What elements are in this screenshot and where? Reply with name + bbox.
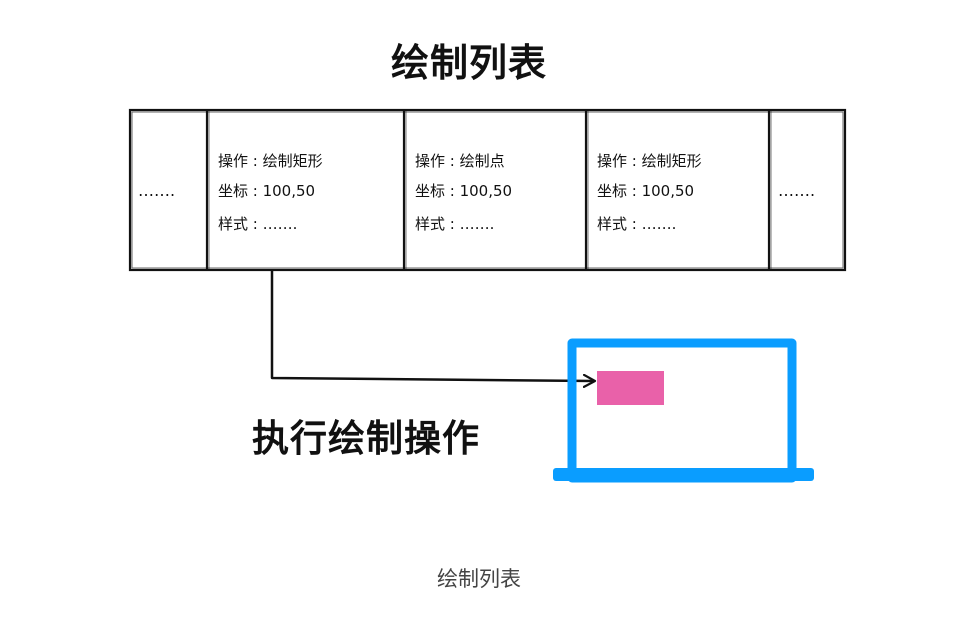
arrow-icon (270, 271, 594, 381)
item-style: 样式 : ……. (415, 215, 494, 233)
item-style: 样式 : ……. (597, 215, 676, 233)
paint-list-table (128, 108, 847, 272)
item-coords: 坐标 : 100,50 (415, 182, 512, 200)
drawn-rectangle (597, 371, 664, 405)
paint-list-item: 操作 : 绘制矩形 坐标 : 100,50 样式 : ……. (597, 152, 702, 233)
paint-list-item: 操作 : 绘制矩形 坐标 : 100,50 样式 : ……. (218, 152, 323, 233)
item-operation: 操作 : 绘制矩形 (218, 152, 323, 170)
item-coords: 坐标 : 100,50 (218, 182, 315, 200)
paint-list-item: 操作 : 绘制点 坐标 : 100,50 样式 : ……. (415, 152, 512, 233)
item-operation: 操作 : 绘制点 (415, 152, 505, 170)
trailing-placeholder: ……. (778, 181, 815, 200)
diagram-title: 绘制列表 (390, 41, 547, 85)
figure-caption: 绘制列表 (437, 567, 521, 591)
leading-placeholder: ……. (138, 181, 175, 200)
execute-paint-label: 执行绘制操作 (252, 417, 480, 460)
monitor-icon (553, 338, 814, 483)
item-style: 样式 : ……. (218, 215, 297, 233)
item-coords: 坐标 : 100,50 (597, 182, 694, 200)
item-operation: 操作 : 绘制矩形 (597, 152, 702, 170)
